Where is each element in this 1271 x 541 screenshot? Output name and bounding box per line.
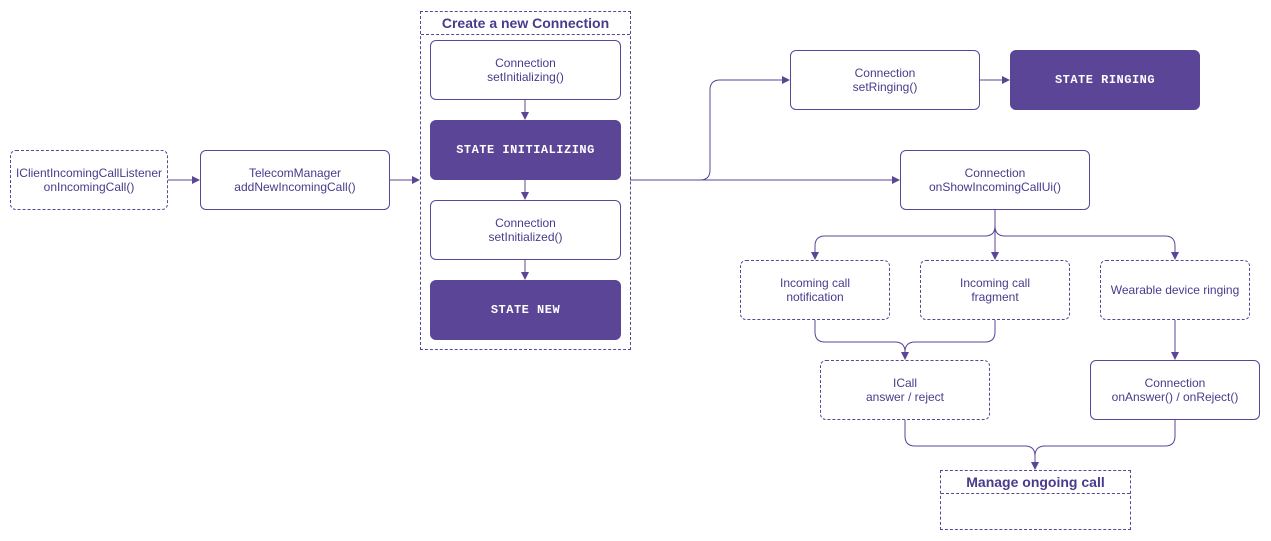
edge-showui-to-notification bbox=[811, 210, 996, 260]
node-line1: Connection bbox=[1144, 376, 1206, 390]
node-line2: onAnswer() / onReject() bbox=[1111, 390, 1239, 404]
set-initialized-node: Connection setInitialized() bbox=[430, 200, 621, 260]
state-initializing-node: STATE INITIALIZING bbox=[430, 120, 621, 180]
node-line1: Connection bbox=[495, 56, 556, 70]
group-title: Manage ongoing call bbox=[941, 471, 1130, 494]
node-line2: setInitialized() bbox=[488, 230, 563, 244]
node-line1: Connection bbox=[854, 66, 916, 80]
edge-notification-to-icall bbox=[814, 320, 909, 360]
icall-node: ICall answer / reject bbox=[820, 360, 990, 420]
group-title: Create a new Connection bbox=[421, 12, 630, 35]
state-label: STATE RINGING bbox=[1054, 73, 1156, 87]
state-new-node: STATE NEW bbox=[430, 280, 621, 340]
node-line1: Incoming call bbox=[779, 276, 851, 290]
state-label: STATE NEW bbox=[490, 303, 561, 317]
node-line2: setRinging() bbox=[852, 80, 918, 94]
node-line2: setInitializing() bbox=[487, 70, 564, 84]
on-answer-reject-node: Connection onAnswer() / onReject() bbox=[1090, 360, 1260, 420]
manage-ongoing-call-group: Manage ongoing call bbox=[940, 470, 1131, 530]
node-line2: addNewIncomingCall() bbox=[234, 180, 356, 194]
set-ringing-node: Connection setRinging() bbox=[790, 50, 980, 110]
node-line1: Connection bbox=[964, 166, 1026, 180]
node-line2: answer / reject bbox=[865, 390, 945, 404]
state-ringing-node: STATE RINGING bbox=[1010, 50, 1200, 110]
node-line2: onShowIncomingCallUi() bbox=[928, 180, 1062, 194]
node-line2: notification bbox=[786, 290, 844, 304]
create-connection-group: Create a new Connection bbox=[420, 11, 631, 350]
node-line1: TelecomManager bbox=[248, 166, 342, 180]
incoming-call-notification-node: Incoming call notification bbox=[740, 260, 890, 320]
edge-showui-to-wearable bbox=[994, 225, 1179, 260]
incoming-call-fragment-node: Incoming call fragment bbox=[920, 260, 1070, 320]
state-label: STATE INITIALIZING bbox=[456, 143, 595, 157]
edge-onanswer-to-manage bbox=[1034, 420, 1176, 457]
edge-fragment-to-icall bbox=[904, 320, 996, 353]
incoming-call-listener-node: IClientIncomingCallListener onIncomingCa… bbox=[10, 150, 168, 210]
node-line2: onIncomingCall() bbox=[43, 180, 135, 194]
node-line2: fragment bbox=[971, 290, 1019, 304]
show-incoming-call-ui-node: Connection onShowIncomingCallUi() bbox=[900, 150, 1090, 210]
node-line1: Wearable device ringing bbox=[1110, 283, 1240, 297]
wearable-ringing-node: Wearable device ringing bbox=[1100, 260, 1250, 320]
edge-group-to-setringing bbox=[699, 76, 790, 181]
telecom-manager-node: TelecomManager addNewIncomingCall() bbox=[200, 150, 390, 210]
set-initializing-node: Connection setInitializing() bbox=[430, 40, 621, 100]
edge-icall-to-manage bbox=[904, 420, 1039, 470]
node-line1: IClientIncomingCallListener bbox=[15, 166, 163, 180]
node-line1: Connection bbox=[495, 216, 556, 230]
node-line1: ICall bbox=[892, 376, 917, 390]
node-line1: Incoming call bbox=[959, 276, 1031, 290]
